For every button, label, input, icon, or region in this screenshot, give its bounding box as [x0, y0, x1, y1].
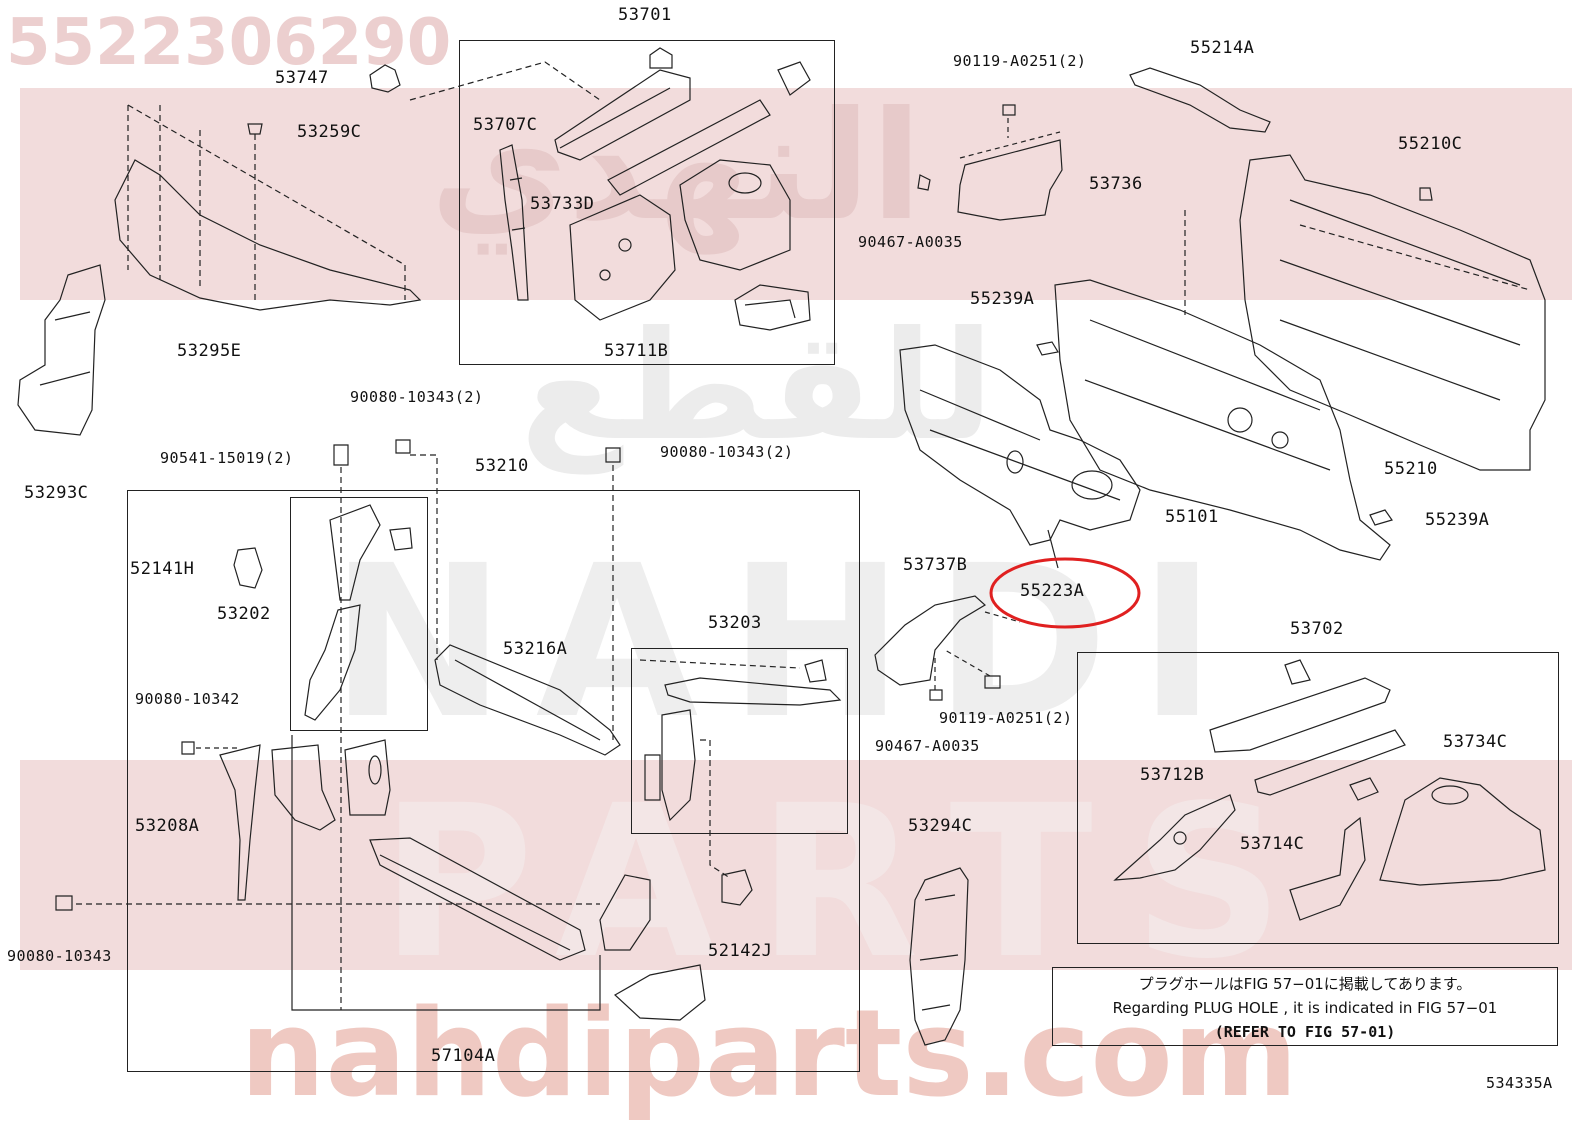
label-534335A: 534335A	[1486, 1074, 1553, 1092]
part-53747-clip	[369, 61, 601, 101]
notice-ref: (REFER TO FIG 57-01)	[1214, 1023, 1396, 1041]
part-53203-upper	[639, 659, 842, 906]
label-53734C: 53734C	[1443, 732, 1508, 752]
label-90119-A0251-top: 90119-A0251(2)	[953, 52, 1087, 70]
label-53202: 53202	[217, 604, 271, 624]
label-53702: 53702	[1290, 619, 1344, 639]
watermark-arabic-brand: النهدي	[430, 80, 923, 254]
label-53259C: 53259C	[297, 122, 362, 142]
watermark-part-number: 5522306290	[6, 6, 452, 80]
group-box-53203	[631, 648, 848, 834]
part-53216A-support	[434, 644, 621, 756]
label-90080-10343-top: 90080-10343(2)	[350, 388, 484, 406]
label-52142J: 52142J	[708, 941, 773, 961]
label-90467-A0035-top: 90467-A0035	[858, 233, 963, 251]
label-52141H: 52141H	[130, 559, 195, 579]
part-53712B-panel	[1113, 794, 1236, 881]
label-53203: 53203	[708, 613, 762, 633]
highlight-ring-55223A	[989, 557, 1141, 629]
watermark-arabic-parts: للقطع	[520, 300, 995, 474]
parts-diagram: 5522306290 النهدي للقطع NAHDI PARTS nahd…	[6, 5, 1572, 1124]
part-55239A-clip-bottom	[1369, 509, 1393, 526]
label-53737B: 53737B	[903, 555, 968, 575]
part-53702-rail	[1209, 659, 1406, 801]
label-53712B: 53712B	[1140, 765, 1205, 785]
watermark-band-top	[20, 88, 1572, 300]
label-53711B: 53711B	[604, 341, 669, 361]
part-53707C-bracket	[499, 144, 529, 301]
label-53733D: 53733D	[530, 194, 595, 214]
part-55214A-bracket	[1129, 67, 1271, 133]
label-53216A: 53216A	[503, 639, 568, 659]
label-53295E: 53295E	[177, 341, 242, 361]
part-55239A-clip-top	[1036, 341, 1059, 356]
part-53711B-apron	[569, 159, 811, 331]
part-53202-brace	[304, 504, 413, 721]
part-53701-rail	[554, 47, 811, 196]
label-90467-A0035-bottom: 90467-A0035	[875, 737, 980, 755]
part-55210-dash-panel	[1239, 154, 1546, 471]
part-inner-panels	[271, 735, 706, 1021]
group-box-53702	[1077, 652, 1559, 944]
label-53293C: 53293C	[24, 483, 89, 503]
group-box-53202	[290, 497, 428, 731]
label-53701: 53701	[618, 5, 672, 25]
label-55214A: 55214A	[1190, 38, 1255, 58]
watermark-latin-line1: NAHDI	[330, 520, 1247, 765]
notice-box: プラグホールはFIG 57−01に掲載してあります。 Regarding PLU…	[1052, 967, 1558, 1046]
part-53259C-clip	[247, 123, 263, 300]
label-55239A-top: 55239A	[970, 289, 1035, 309]
part-55223A-silencer	[899, 344, 1141, 569]
label-53210: 53210	[475, 456, 529, 476]
label-90541-15019: 90541-15019(2)	[160, 449, 294, 467]
part-53208A-support	[219, 744, 261, 901]
parts-line-art	[17, 47, 1546, 1046]
part-55101-insulator	[1054, 210, 1391, 561]
label-55101: 55101	[1165, 507, 1219, 527]
label-53736: 53736	[1089, 174, 1143, 194]
label-90080-10342: 90080-10342	[135, 690, 240, 708]
notice-jp: プラグホールはFIG 57−01に掲載してあります。	[1138, 975, 1472, 993]
label-57104A: 57104A	[431, 1046, 496, 1066]
label-55223A: 55223A	[1020, 581, 1085, 601]
part-53737B-bracket	[874, 595, 1021, 701]
watermark-band-bottom	[20, 760, 1572, 970]
label-90080-10343-right: 90080-10343(2)	[660, 443, 794, 461]
notice-en: Regarding PLUG HOLE , it is indicated in…	[1112, 999, 1498, 1017]
label-90080-10343-left: 90080-10343	[7, 947, 112, 965]
part-90080-bolts	[55, 439, 621, 1010]
watermark-latin-line2: PARTS	[380, 760, 1324, 1005]
label-53208A: 53208A	[135, 816, 200, 836]
label-53294C: 53294C	[908, 816, 973, 836]
label-53747: 53747	[275, 68, 329, 88]
part-53293C-seal	[17, 264, 106, 436]
label-53707C: 53707C	[473, 115, 538, 135]
label-55239A-bottom: 55239A	[1425, 510, 1490, 530]
part-53294C-seal	[909, 867, 969, 1046]
label-90119-A0251-bottom: 90119-A0251(2)	[939, 709, 1073, 727]
group-box-53701	[459, 40, 835, 365]
part-90119-bolt-top	[1002, 104, 1016, 138]
group-box-53210	[127, 490, 860, 1072]
label-55210C: 55210C	[1398, 134, 1463, 154]
label-55210: 55210	[1384, 459, 1438, 479]
part-53736-panel	[917, 131, 1063, 221]
part-53714C-bracket	[1289, 816, 1366, 921]
part-53734C-apron	[1379, 777, 1546, 886]
part-52141H-bracket	[233, 547, 263, 589]
part-53295E-cover	[114, 104, 422, 311]
label-53714C: 53714C	[1240, 834, 1305, 854]
